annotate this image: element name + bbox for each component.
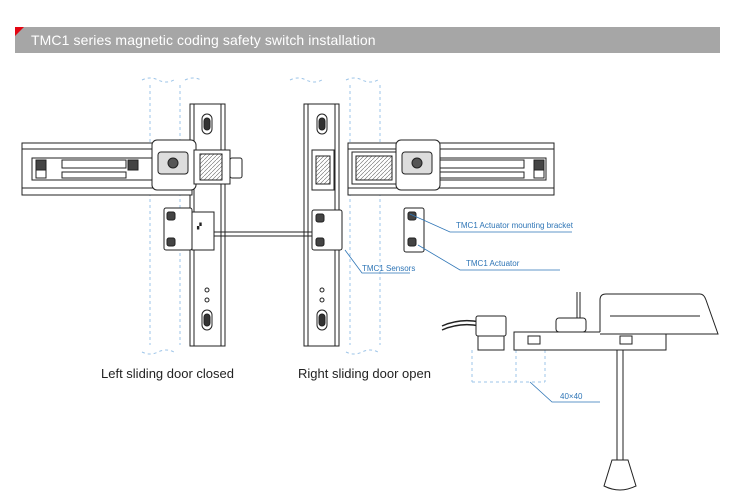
right-guide-lines bbox=[289, 77, 381, 355]
side-sensor bbox=[475, 315, 507, 337]
side-view-assembly bbox=[441, 292, 719, 491]
svg-text:▞: ▞ bbox=[196, 221, 202, 230]
callout-sensors: TMC1 Sensors bbox=[362, 264, 415, 273]
side-profile bbox=[513, 331, 667, 351]
dimension-callout bbox=[529, 381, 600, 403]
right-door-assembly bbox=[250, 77, 555, 355]
title-bar: TMC1 series magnetic coding safety switc… bbox=[15, 27, 720, 53]
callout-actuator: TMC1 Actuator bbox=[466, 259, 520, 268]
left-guide-lines bbox=[141, 77, 202, 355]
profile-size-label: 40×40 bbox=[560, 392, 583, 401]
page-title: TMC1 series magnetic coding safety switc… bbox=[31, 32, 376, 48]
left-door-assembly: ▞ bbox=[21, 77, 250, 355]
callout-lines bbox=[344, 213, 572, 274]
callout-bracket: TMC1 Actuator mounting bracket bbox=[456, 221, 574, 230]
right-caption: Right sliding door open bbox=[298, 366, 431, 381]
left-caption: Left sliding door closed bbox=[101, 366, 234, 381]
accent-corner bbox=[15, 27, 24, 36]
